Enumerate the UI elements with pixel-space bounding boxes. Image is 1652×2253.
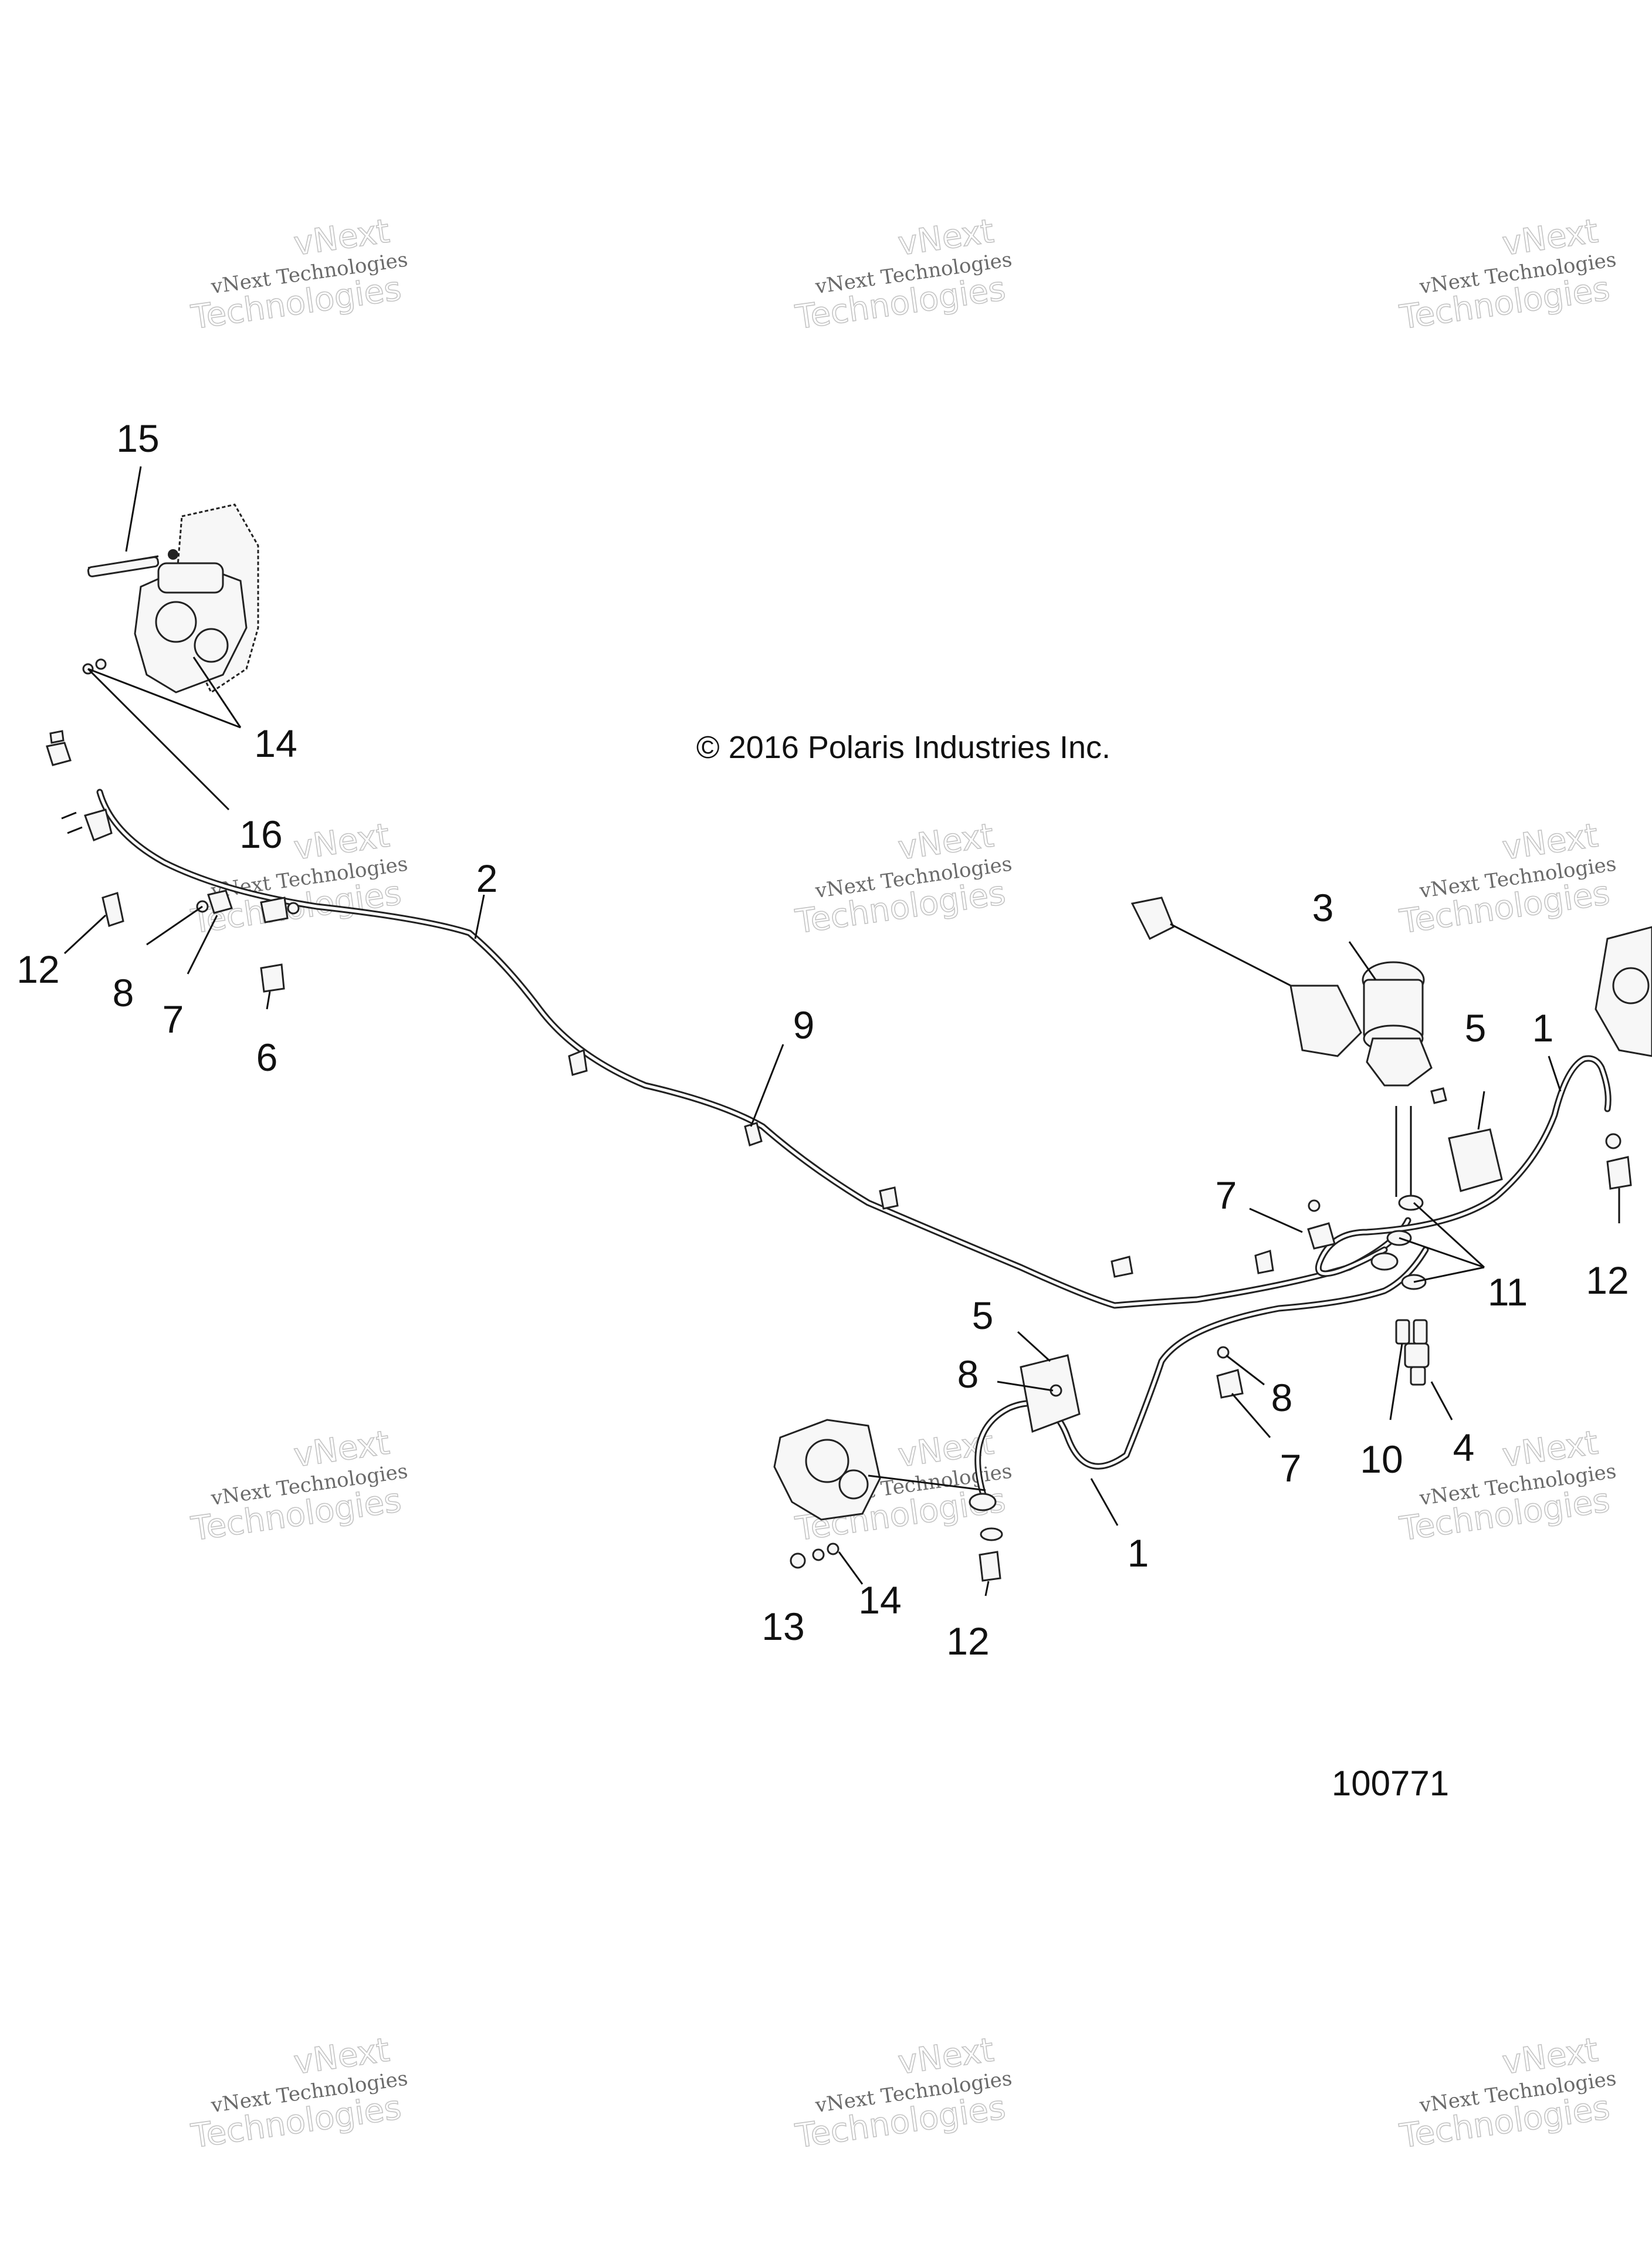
callout-7: 7 xyxy=(163,997,184,1041)
callout-1: 1 xyxy=(1532,1006,1554,1050)
callout-9: 9 xyxy=(793,1003,815,1047)
callout-7: 7 xyxy=(1216,1173,1237,1217)
callout-4: 4 xyxy=(1453,1426,1475,1469)
rear-caliper-assembly xyxy=(82,503,259,694)
front-caliper-right xyxy=(1595,926,1652,1190)
callout-7: 7 xyxy=(1280,1446,1302,1490)
callout-6: 6 xyxy=(256,1036,278,1079)
callout-labels: 15 14 16 2 12 8 7 6 9 3 5 1 7 11 12 5 8 … xyxy=(16,417,1629,1663)
callout-16: 16 xyxy=(239,813,282,856)
callout-12: 12 xyxy=(946,1619,989,1663)
callout-14: 14 xyxy=(254,722,297,765)
front-caliper-lower xyxy=(773,1419,1003,1582)
brake-hose-1-lower xyxy=(974,1246,1429,1506)
callout-10: 10 xyxy=(1360,1437,1403,1481)
callout-5: 5 xyxy=(1465,1006,1487,1050)
master-cylinder xyxy=(1130,897,1433,1087)
banjo-washers xyxy=(1370,1106,1427,1290)
callout-5: 5 xyxy=(972,1294,994,1337)
callout-8: 8 xyxy=(957,1352,979,1396)
callout-2: 2 xyxy=(476,857,498,900)
callout-8: 8 xyxy=(113,971,134,1014)
callout-3: 3 xyxy=(1312,886,1334,929)
hose-sleeves xyxy=(1020,1087,1503,1433)
callout-14: 14 xyxy=(858,1578,901,1622)
callout-12: 12 xyxy=(16,948,59,991)
callout-11: 11 xyxy=(1488,1270,1528,1314)
copyright-text: © 2016 Polaris Industries Inc. xyxy=(696,730,1111,765)
callout-8: 8 xyxy=(1271,1376,1293,1419)
callout-15: 15 xyxy=(116,417,159,460)
callout-1: 1 xyxy=(1128,1531,1149,1575)
brake-hose-1-right xyxy=(1315,1055,1612,1277)
callout-12: 12 xyxy=(1586,1259,1629,1302)
right-clamps xyxy=(1050,1199,1336,1399)
callout-13: 13 xyxy=(761,1605,804,1648)
leader-lines xyxy=(63,466,1620,1596)
pressure-switch xyxy=(1395,1319,1430,1386)
brake-line-2 xyxy=(96,789,1411,1309)
left-fittings xyxy=(46,730,1274,1278)
diagram-number: 100771 xyxy=(1332,1764,1449,1803)
